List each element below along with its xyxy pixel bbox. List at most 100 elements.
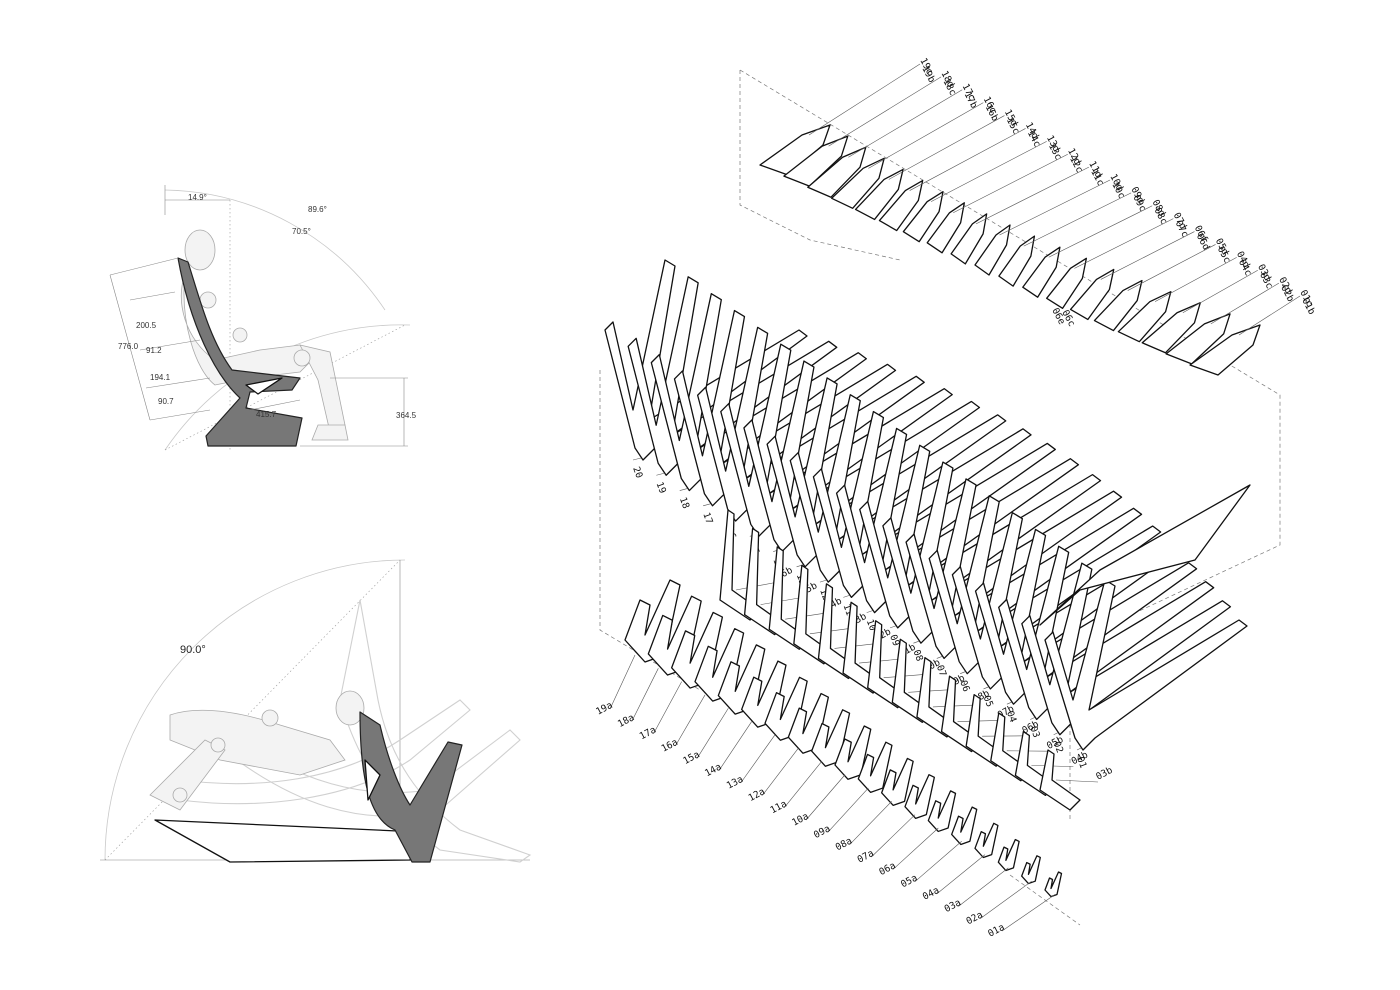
dim-194-1: 194.1 [150, 373, 171, 382]
dim-line-b [109, 274, 151, 421]
top-part-leader [953, 153, 1068, 214]
dim-line-e [139, 339, 201, 351]
a-part-leader [936, 854, 986, 895]
a-part-leader [609, 654, 636, 710]
a-part-plate [951, 806, 978, 846]
top-part-label: 05c [1215, 245, 1233, 265]
a-part-label: 04a [921, 885, 941, 903]
top-part-label: 04c [1236, 258, 1254, 278]
ghost-chair-3 [179, 699, 471, 805]
main-ribs-row: 2019181716151413121110090807060504030201 [604, 259, 1251, 770]
a-part-leader [675, 694, 706, 747]
a-part-label: 15a [681, 749, 701, 767]
a-part-leader [762, 747, 799, 796]
top-part-leader [868, 102, 984, 169]
rib-label: 18 [677, 496, 691, 511]
rib-leader [1076, 747, 1082, 751]
dim-364-5: 364.5 [396, 411, 417, 420]
dim-line-c [149, 409, 211, 421]
top-part-leader [1023, 192, 1132, 247]
a-part-leader [805, 774, 846, 821]
rib-plate [1021, 562, 1232, 736]
top-part-plate [759, 124, 831, 176]
a-part-leader [914, 841, 962, 882]
b-part-plate [867, 620, 909, 709]
b-part-plate [965, 693, 1007, 767]
a-part-plate [834, 725, 872, 780]
top-part-label: 16b [983, 103, 1001, 124]
b-part-plate [719, 509, 761, 621]
a-part-plate [857, 741, 893, 793]
a-part-label: 12a [747, 786, 767, 804]
top-part-plate [1141, 302, 1201, 354]
rib-base-sweep [1039, 484, 1251, 626]
top-part-leader [828, 76, 942, 147]
rib-label: 20 [630, 465, 644, 480]
rocking-chair-base [154, 819, 421, 863]
rib-leader [679, 488, 688, 491]
dim-776-0: 776.0 [118, 342, 139, 351]
top-part-label: 02b [1278, 283, 1296, 304]
dim-width-line [249, 399, 301, 411]
a-part-label: 13a [725, 774, 745, 792]
top-part-label: 10c [1109, 180, 1127, 200]
top-part-plate [1022, 246, 1061, 298]
angle-label-89-6: 89.6° [308, 205, 327, 214]
top-part-plate [831, 157, 885, 209]
a-part-label: 09a [812, 823, 832, 841]
top-part-label: 19b [919, 64, 937, 85]
top-part-label: 09c [1130, 193, 1148, 213]
rib-label: 17 [700, 511, 714, 526]
top-part-plate [974, 224, 1011, 276]
a-part-plate [904, 774, 935, 820]
top-part-label: 17b [962, 90, 980, 111]
b-part-plate [817, 583, 860, 680]
a-part-label: 08a [834, 836, 854, 854]
top-part-label: 12c [1067, 154, 1085, 174]
angle-guide-2 [164, 324, 406, 451]
b-part-plate [743, 527, 786, 636]
top-part-leader [888, 115, 1005, 180]
chair-cutout [245, 377, 283, 395]
a-part-leader [892, 827, 939, 870]
b-part-plate [768, 546, 810, 650]
top-part-label: 15c [1004, 116, 1022, 136]
a-part-label: 17a [638, 725, 658, 743]
top-part-plate [1069, 268, 1115, 321]
a-part-plate [1044, 871, 1063, 898]
rib-leader [1030, 717, 1035, 720]
b-part-plate [891, 638, 933, 723]
top-part-leader [999, 179, 1111, 236]
dim-line-f [145, 377, 211, 389]
b-part-plate [793, 564, 835, 665]
top-part-leader [1154, 257, 1237, 302]
a-part-leader [1001, 894, 1056, 932]
top-part-label: 11c [1088, 167, 1106, 187]
a-part-label: 01a [986, 922, 1006, 940]
top-part-plate [1046, 257, 1088, 309]
guide-top-left [739, 70, 901, 261]
top-part-plate [1093, 279, 1143, 332]
top-part-plate [878, 179, 924, 232]
angle-label-14-9: 14.9° [188, 193, 207, 202]
rib-label: 06 [957, 679, 971, 694]
top-part-label: 07c [1173, 219, 1191, 239]
a-part-label: 16a [660, 737, 680, 755]
a-part-leader [718, 721, 752, 771]
rib-leader [1053, 732, 1058, 736]
rocking-chair-profile [359, 711, 463, 863]
dim-200-5: 200.5 [136, 321, 157, 330]
a-part-leader [871, 814, 916, 858]
rib-leader [843, 595, 850, 598]
a-part-plate [881, 757, 914, 807]
top-part-leader [1182, 269, 1258, 314]
rib-leader [866, 610, 873, 613]
rib-leader [983, 686, 989, 690]
seated-figure [180, 229, 349, 441]
rib-label: 03 [1027, 725, 1041, 740]
b-part-plate [940, 675, 983, 753]
a-part-label: 05a [899, 873, 919, 891]
top-part-leader [1238, 295, 1301, 336]
